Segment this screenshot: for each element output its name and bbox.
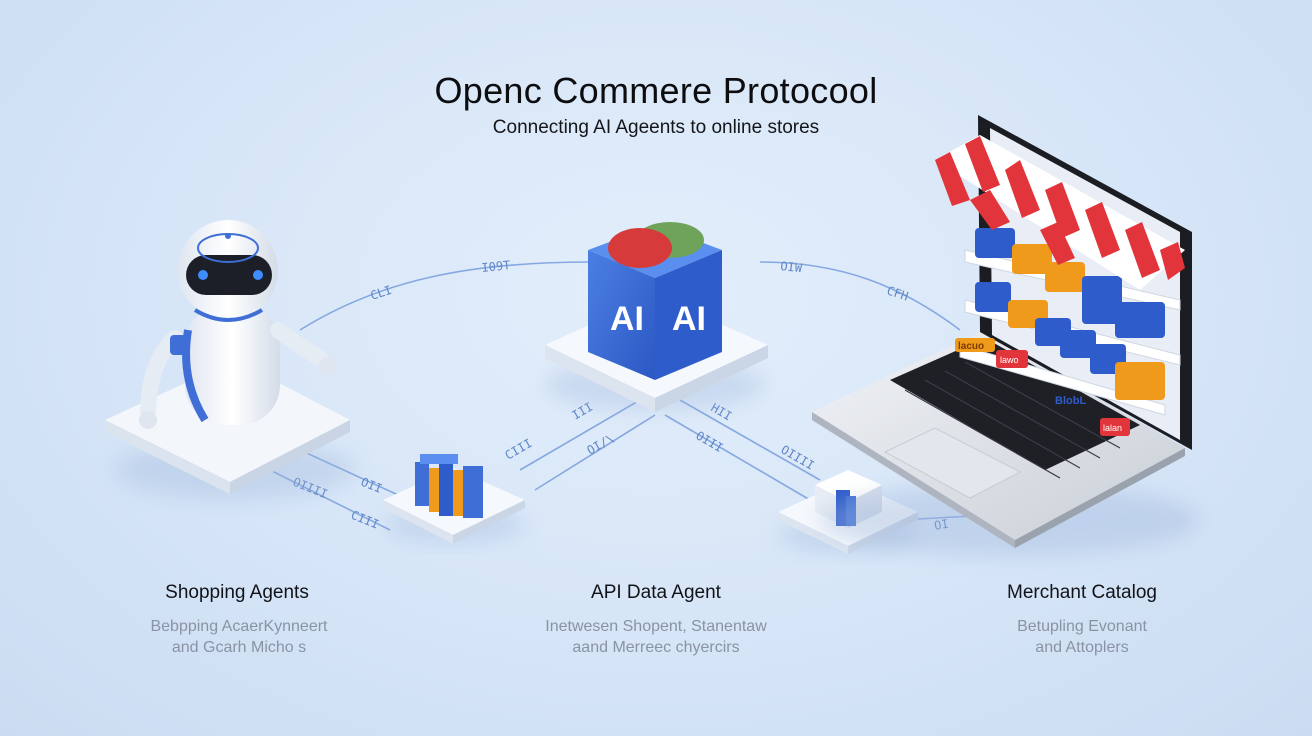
awning-icon bbox=[935, 135, 1185, 290]
connector-label: OIW bbox=[780, 259, 804, 275]
connector-label: OII bbox=[359, 475, 384, 496]
node-title-merchant-catalog: Merchant Catalog bbox=[1007, 582, 1157, 603]
connector-label: CLI bbox=[369, 283, 394, 303]
node-desc-line: Betupling Evonant bbox=[1017, 618, 1147, 635]
data-node bbox=[383, 454, 525, 544]
connector-label: OIII bbox=[694, 428, 726, 455]
connector-agent-hub bbox=[299, 261, 591, 331]
product-box-group bbox=[975, 228, 1165, 400]
api-hub-node: AI AI bbox=[545, 222, 768, 412]
node-desc-line: aand Merreec chyercirs bbox=[572, 639, 740, 656]
screen-tag-1: lacuo bbox=[958, 341, 984, 352]
node-desc-line: and Gcarh Micho s bbox=[171, 639, 307, 656]
node-desc-merchant-catalog: Betupling Evonant and Attoplers bbox=[932, 616, 1232, 658]
connector-hub-store-b bbox=[664, 414, 811, 501]
connector-label: OI/\ bbox=[585, 431, 617, 458]
screen-tag-4: lalan bbox=[1103, 423, 1122, 433]
connector-hub-merchant bbox=[759, 261, 961, 331]
connector-api-hub-a bbox=[519, 399, 641, 471]
cube-label-left: AI bbox=[610, 300, 644, 338]
node-desc-shopping-agents: Bebpping AcaerKynneert and Gcarh Micho s bbox=[89, 616, 389, 658]
cube-label-right: AI bbox=[672, 300, 706, 338]
connector-label: CIII bbox=[349, 508, 381, 532]
screen-tag-3: BlobL bbox=[1055, 395, 1086, 407]
node-desc-line: Bebpping AcaerKynneert bbox=[150, 618, 328, 635]
node-title-shopping-agents: Shopping Agents bbox=[165, 582, 309, 603]
connector-label: CFH bbox=[885, 284, 910, 304]
ai-cube-icon: AI AI bbox=[588, 222, 722, 380]
shopping-agent-node bbox=[105, 220, 355, 500]
node-title-api-data-agent: API Data Agent bbox=[591, 582, 721, 603]
connector-hub-store-a bbox=[679, 399, 821, 481]
connector-label: I09T bbox=[481, 258, 511, 275]
diagram-title: Openc Commere Protocool bbox=[434, 70, 878, 111]
merchant-catalog-node: lacuo lawo BlobL lalan bbox=[812, 115, 1200, 556]
laptop-icon: lacuo lawo BlobL lalan bbox=[812, 115, 1192, 548]
screen-tag-2: lawo bbox=[1000, 355, 1019, 365]
robot-icon bbox=[139, 220, 337, 429]
node-desc-line: Inetwesen Shopent, Stanentaw bbox=[545, 618, 767, 635]
node-desc-api-data-agent: Inetwesen Shopent, Stanentaw aand Merree… bbox=[506, 616, 806, 658]
node-desc-line: and Attoplers bbox=[1035, 639, 1129, 656]
connector-label: CIII bbox=[503, 436, 535, 463]
book-stack-icon bbox=[415, 454, 483, 518]
connector-api-hub-b bbox=[534, 414, 656, 491]
diagram-subtitle: Connecting AI Ageents to online stores bbox=[492, 117, 820, 138]
